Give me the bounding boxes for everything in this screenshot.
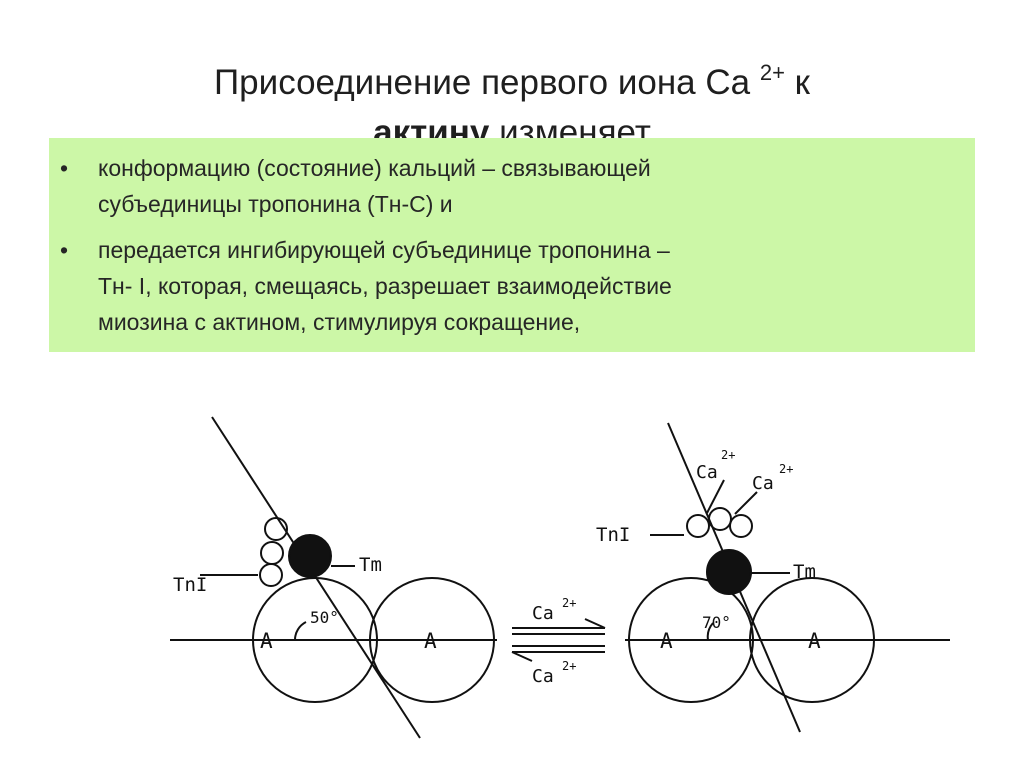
- ca-label: Ca: [696, 462, 718, 483]
- arrow-forward-head: [585, 619, 605, 628]
- angle-label: 70°: [702, 613, 731, 632]
- ca-superscript: 2+: [562, 596, 576, 610]
- angle-arc: [295, 622, 306, 640]
- tni-label: TnI: [173, 574, 207, 596]
- tm-label: Tm: [793, 561, 816, 583]
- ca-superscript: 2+: [779, 462, 793, 476]
- ca-label: Ca: [752, 473, 774, 494]
- bullet-line: Тн- I, которая, смещаясь, разрешает взаи…: [98, 268, 968, 304]
- title-line-1: Присоединение первого иона Ca 2+ к: [0, 48, 1024, 108]
- troponin-subunit: [687, 515, 709, 537]
- title-text-2: к: [785, 63, 810, 102]
- tropomyosin-circle: [707, 550, 751, 594]
- ca-label: Ca: [532, 666, 554, 687]
- troponin-diagram: TnI Tm 50° A A Ca 2+ Ca 2+ TnI Tm 70° A …: [0, 395, 1024, 767]
- troponin-subunit: [261, 542, 283, 564]
- bullet-line: конформацию (состояние) кальций – связыв…: [98, 150, 968, 186]
- tni-label: TnI: [596, 524, 630, 546]
- bullet-marker: •: [60, 150, 68, 186]
- title-text: Присоединение первого иона Ca: [214, 63, 760, 102]
- angle-label: 50°: [310, 608, 339, 627]
- tm-label: Tm: [359, 554, 382, 576]
- actin-label: A: [260, 629, 273, 653]
- bullet-line: субъединицы тропонина (Тн-С) и: [98, 186, 968, 222]
- title-superscript: 2+: [760, 60, 785, 85]
- troponin-subunit: [709, 508, 731, 530]
- ca-superscript: 2+: [721, 448, 735, 462]
- actin-label: A: [808, 629, 821, 653]
- arrow-back-head: [512, 652, 532, 661]
- ca-pointer: [735, 492, 757, 514]
- troponin-subunit: [260, 564, 282, 586]
- bullet-item: • передается ингибирующей субъединице тр…: [98, 232, 968, 340]
- actin-label: A: [424, 629, 437, 653]
- troponin-subunit: [730, 515, 752, 537]
- ca-label: Ca: [532, 603, 554, 624]
- bullet-marker: •: [60, 232, 68, 268]
- bullet-line: миозина с актином, стимулируя сокращение…: [98, 304, 968, 340]
- bullet-line: передается ингибирующей субъединице троп…: [98, 232, 968, 268]
- angle-line-left: [212, 417, 420, 738]
- actin-label: A: [660, 629, 673, 653]
- tropomyosin-circle: [289, 535, 331, 577]
- bullet-item: • конформацию (состояние) кальций – связ…: [98, 150, 968, 222]
- ca-superscript: 2+: [562, 659, 576, 673]
